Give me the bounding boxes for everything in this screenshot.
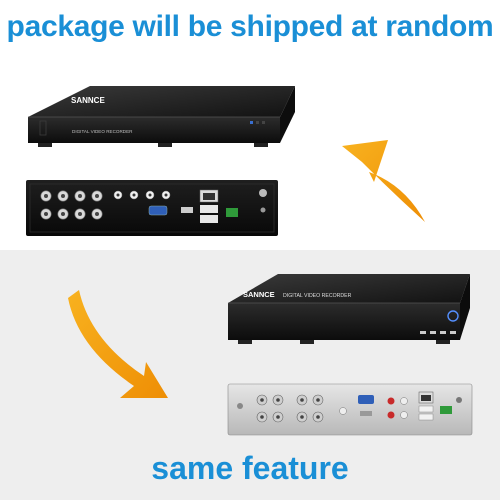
headline-bottom: same feature — [151, 450, 349, 486]
headline-top: package will be shipped at random — [6, 10, 494, 43]
dvr-front-top — [28, 86, 295, 147]
dvr-rear-bottom — [227, 383, 473, 436]
dvr-rear-top — [26, 180, 278, 236]
model-label-top: DIGITAL VIDEO RECORDER — [72, 129, 133, 134]
brand-logo-top: SANNCE — [71, 96, 105, 105]
arrow-down-right — [68, 290, 168, 398]
arrow-up-left — [342, 140, 425, 222]
brand-logo-bottom: SANNCE — [243, 290, 275, 299]
model-label-bottom: DIGITAL VIDEO RECORDER — [283, 293, 352, 299]
dvr-front-bottom — [228, 274, 470, 344]
